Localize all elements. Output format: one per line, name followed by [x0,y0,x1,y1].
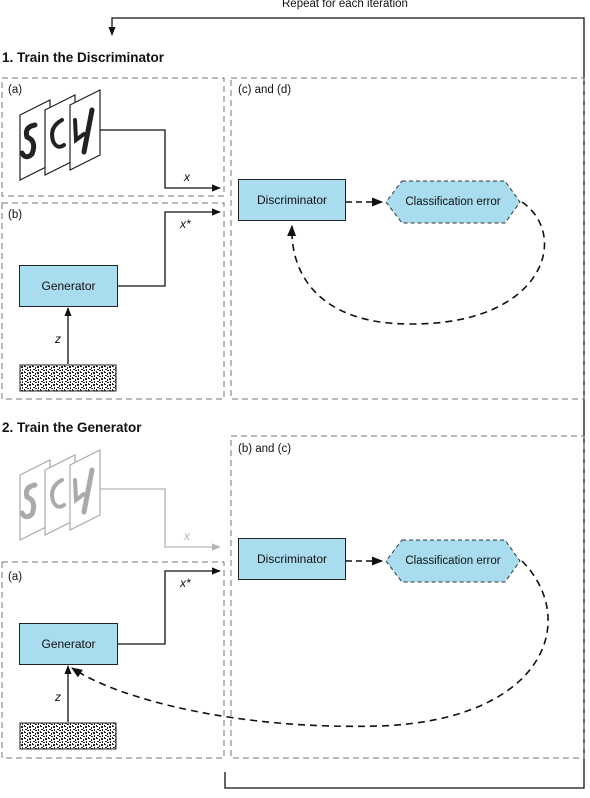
s1-panel-cd-label: (c) and (d) [238,84,292,96]
s2-noise-block [19,722,117,750]
section1-title: 1. Train the Discriminator [2,50,165,65]
s2-discriminator-node: Discriminator [238,538,346,580]
s1-z-label: z [55,332,61,346]
s1-real-image-stack [19,89,101,181]
s2-x-star-label: x* [180,576,191,590]
s1-feedback-arrow [287,201,546,325]
s1-generator-node: Generator [19,265,118,307]
s1-classification-error-hex [385,180,521,224]
s2-classification-error-hex [385,539,521,583]
s2-real-image-stack-faded [19,449,101,541]
s2-x-star-arrow [118,567,221,645]
s2-panel-a-label: (a) [8,571,23,583]
s1-x-arrow [100,129,221,192]
s1-panel-a [1,77,225,197]
s2-generator-node: Generator [19,623,118,665]
s1-panel-a-label: (a) [8,84,23,96]
repeat-label: Repeat for each iteration [282,0,408,10]
repeat-loop-line [108,17,585,789]
s1-discriminator-node: Discriminator [238,179,346,221]
s1-x-label: x [184,170,190,184]
s1-x-star-label: x* [180,217,191,231]
section2-title: 2. Train the Generator [2,420,142,435]
s2-x-arrow-faded [100,488,221,551]
s1-panel-b-label: (b) [8,209,23,221]
s2-panel-bc [230,435,585,759]
s2-panel-a [1,561,225,759]
s1-x-star-arrow [118,208,221,287]
s2-classification-error-label: Classification error [405,555,501,567]
s1-panel-b [1,202,225,400]
s1-noise-block [19,364,117,392]
s2-panel-bc-label: (b) and (c) [238,443,292,455]
s1-classification-error-label: Classification error [405,196,501,208]
s2-z-label: z [55,690,61,704]
s2-x-label: x [184,529,190,543]
s1-panel-cd [230,77,585,400]
